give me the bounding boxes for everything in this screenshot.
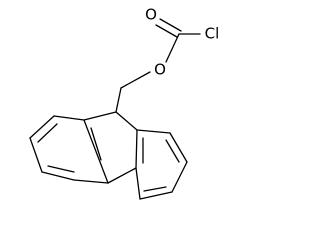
bond-left-ring-inner-3	[90, 127, 102, 161]
bond-oxygen-methylene	[120, 71, 151, 89]
atom-label-chlorine: Cl	[205, 25, 220, 43]
bond-carbon-ether-oxygen	[165, 33, 180, 63]
bond-right-ring-6	[135, 129, 138, 169]
bond-left-ring-1	[53, 115, 85, 121]
atom-label-ether-oxygen: O	[154, 61, 166, 79]
bond-left-ring-6	[83, 119, 109, 184]
bond-right-ring-4	[139, 191, 173, 200]
bond-ring-bridge	[107, 167, 137, 184]
structure-canvas: O Cl O	[29, 5, 220, 200]
bond-left-ring-inner-1	[37, 123, 58, 143]
bond-c9-left	[83, 111, 117, 121]
bond-left-ring-inner-2	[47, 165, 75, 173]
bond-right-ring-5	[135, 167, 141, 200]
bond-right-ring-inner-1	[165, 139, 180, 163]
bond-right-ring-3	[171, 161, 188, 193]
bond-right-ring-1	[136, 129, 171, 134]
bond-left-ring-3	[29, 137, 43, 173]
fmoc-chloride-structure: O Cl O	[29, 6, 220, 200]
bond-right-ring-2	[169, 132, 188, 163]
bond-left-ring-5	[73, 179, 109, 184]
bond-c9-right	[115, 111, 138, 131]
bond-left-ring-4	[41, 171, 75, 181]
bond-carbonyl-double-b	[155, 24, 178, 38]
atom-label-carbonyl-oxygen: O	[145, 6, 157, 24]
bond-carbonyl-double-a	[159, 18, 182, 32]
bond-right-ring-inner-2	[143, 186, 167, 192]
bond-left-ring-2	[29, 115, 55, 139]
bond-methylene-c9	[115, 87, 122, 113]
